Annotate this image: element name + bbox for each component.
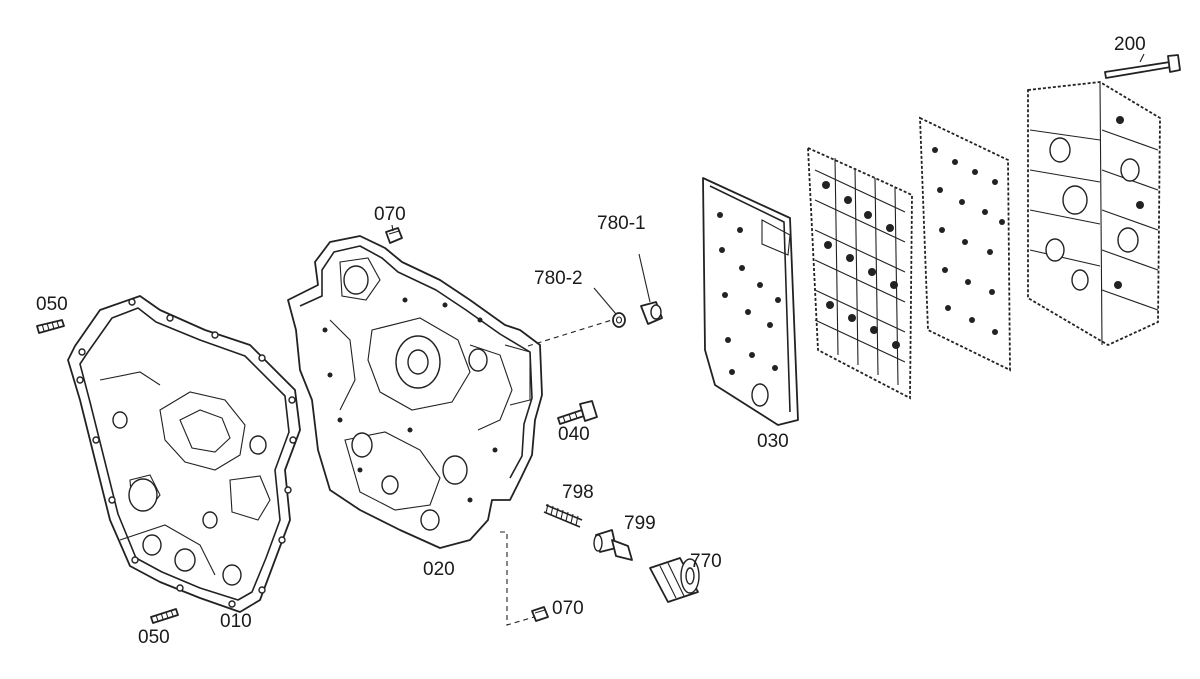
part-050-upper-stud [36, 319, 65, 334]
part-200-bolt [1104, 54, 1181, 79]
callout-798: 798 [562, 482, 594, 503]
callout-770: 770 [690, 551, 722, 572]
callout-050-lower: 050 [138, 627, 170, 648]
callout-799: 799 [624, 513, 656, 534]
part-770-solenoid [649, 557, 700, 603]
callout-070-upper: 070 [374, 204, 406, 225]
callout-030: 030 [757, 431, 789, 452]
leader-lines [391, 53, 1145, 315]
part-010-plate [67, 295, 301, 613]
valve-plate-dense [807, 146, 913, 400]
valve-body [1027, 81, 1161, 347]
callout-780-2: 780-2 [534, 268, 583, 289]
part-798-spring [543, 503, 583, 528]
callout-010: 010 [220, 611, 252, 632]
callout-050-upper: 050 [36, 294, 68, 315]
callout-780-1: 780-1 [597, 213, 646, 234]
callout-040: 040 [558, 424, 590, 445]
part-780-2-washer [612, 312, 626, 328]
callout-020: 020 [423, 559, 455, 580]
part-070-upper-plug [385, 227, 403, 244]
part-780-1-plug [640, 301, 663, 325]
part-020-housing [287, 235, 543, 549]
part-070-lower-plug [531, 606, 549, 622]
part-050-lower-stud [150, 608, 179, 624]
gasket-plate [919, 116, 1011, 372]
part-030-plate [702, 177, 799, 426]
part-799-valve [593, 529, 633, 561]
callout-labels: 050 050 010 070 070 020 780-2 780-1 040 … [36, 34, 1146, 648]
callout-200: 200 [1114, 34, 1146, 55]
assembly-lines [500, 319, 613, 626]
callout-070-lower: 070 [552, 598, 584, 619]
part-040-bolt [557, 400, 598, 425]
